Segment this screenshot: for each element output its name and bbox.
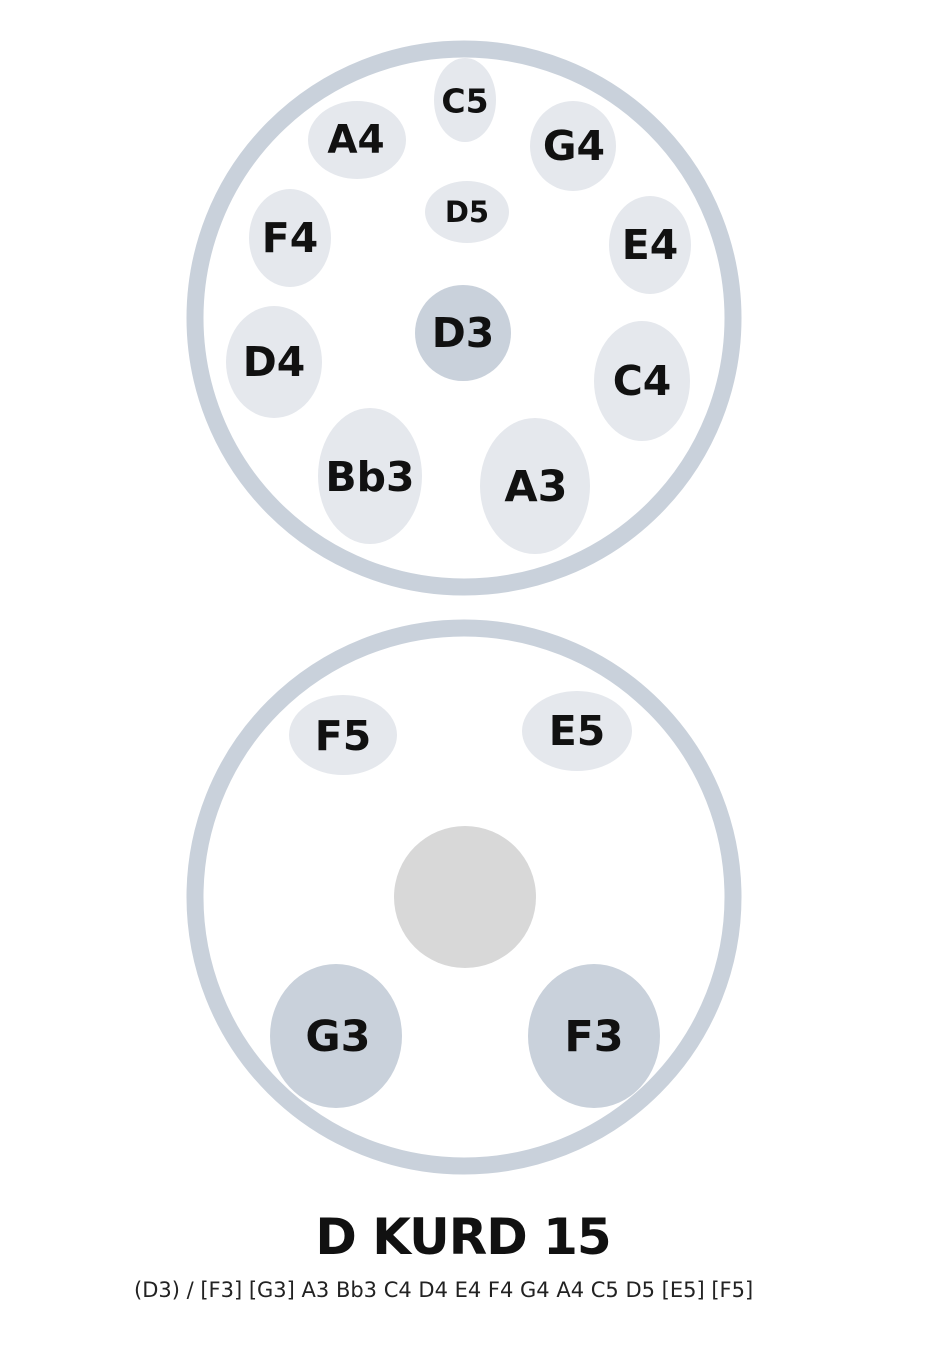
note-f5[interactable]: F5 xyxy=(289,695,397,775)
note-d5[interactable]: D5 xyxy=(425,181,509,243)
scale-notes-line: (D3) / [F3] [G3] A3 Bb3 C4 D4 E4 F4 G4 A… xyxy=(134,1278,754,1302)
note-e5[interactable]: E5 xyxy=(522,691,632,771)
note-bb3[interactable]: Bb3 xyxy=(318,408,422,544)
note-c4-label: C4 xyxy=(613,357,672,405)
note-d4[interactable]: D4 xyxy=(226,306,322,418)
note-g4-label: G4 xyxy=(543,122,605,170)
note-f3-label: F3 xyxy=(564,1012,623,1062)
note-e4-label: E4 xyxy=(622,221,679,269)
note-bb3-label: Bb3 xyxy=(325,453,414,501)
note-g3-label: G3 xyxy=(305,1012,370,1062)
note-d3-ding[interactable]: D3 xyxy=(415,285,511,381)
note-g3[interactable]: G3 xyxy=(270,964,402,1108)
note-f5-label: F5 xyxy=(315,712,372,760)
note-d4-label: D4 xyxy=(243,338,306,386)
note-c4[interactable]: C4 xyxy=(594,321,690,441)
note-g4[interactable]: G4 xyxy=(530,101,616,191)
note-a3[interactable]: A3 xyxy=(480,418,590,554)
note-f4-label: F4 xyxy=(262,214,319,262)
bottom-shell: F5 E5 G3 F3 xyxy=(186,619,742,1175)
sound-port xyxy=(394,826,536,968)
note-f4[interactable]: F4 xyxy=(249,189,331,287)
scale-title: D KURD 15 xyxy=(315,1208,611,1266)
note-d3-label: D3 xyxy=(432,309,495,357)
note-a4[interactable]: A4 xyxy=(308,101,406,179)
note-e5-label: E5 xyxy=(549,707,606,755)
note-a3-label: A3 xyxy=(504,462,567,512)
note-c5[interactable]: C5 xyxy=(434,58,496,142)
top-shell: C5 A4 G4 D5 F4 E4 xyxy=(186,40,742,596)
note-f3[interactable]: F3 xyxy=(528,964,660,1108)
note-d5-label: D5 xyxy=(445,195,489,229)
note-a4-label: A4 xyxy=(327,118,384,163)
note-e4[interactable]: E4 xyxy=(609,196,691,294)
note-c5-label: C5 xyxy=(441,82,488,121)
